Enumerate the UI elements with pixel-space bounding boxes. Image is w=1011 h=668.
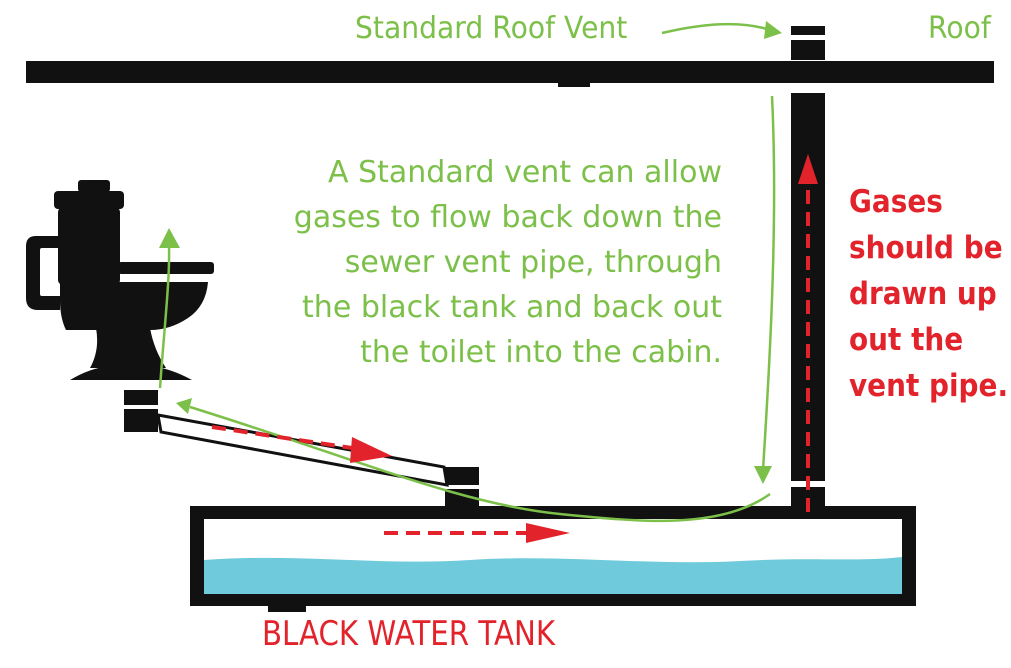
red-arrow-pipe-line	[211, 425, 373, 453]
toilet-outlet-fitting	[124, 390, 158, 432]
explanation-line: A Standard vent can allow	[328, 155, 722, 190]
roof-beam	[26, 61, 994, 83]
green-arrow-tank-return	[189, 405, 771, 523]
explanation-line: sewer vent pipe, through	[344, 245, 722, 280]
gases-line: Gases	[849, 184, 943, 220]
vent-pipe-collar	[791, 487, 825, 507]
tank-drain	[268, 604, 306, 612]
red-arrow-tank-head	[526, 523, 570, 543]
toilet-icon	[26, 180, 214, 380]
explanation-line: gases to flow back down the	[293, 200, 722, 235]
explanation-line: the black tank and back out	[302, 290, 722, 325]
reverse-flow-explanation: A Standard vent can allow gases to flow …	[294, 150, 722, 375]
roof-vent-collar	[791, 40, 825, 60]
tank-water	[204, 557, 902, 594]
green-arrow-roof-vent-head	[764, 21, 782, 39]
red-arrow-vent-head	[798, 154, 818, 184]
explanation-line: the toilet into the cabin.	[360, 335, 722, 370]
green-arrow-vent-down-head	[754, 466, 772, 484]
roof-label: Roof	[928, 11, 991, 46]
green-arrow-toilet-up	[158, 245, 171, 389]
roof-vent-cap	[791, 26, 825, 35]
green-arrow-roof-vent	[661, 22, 771, 35]
green-arrow-vent-down	[761, 95, 776, 471]
tank-inlet-gap	[445, 485, 479, 489]
toilet-drain-pipe	[156, 413, 449, 487]
gases-line: should be	[849, 230, 1003, 266]
gases-line: drawn up	[849, 276, 997, 312]
black-water-tank-label: BLACK WATER TANK	[262, 614, 556, 654]
gases-explanation: Gases should be drawn up out the vent pi…	[849, 179, 1008, 409]
roof-beam-notch	[558, 81, 590, 87]
green-arrow-tank-return-head	[176, 398, 192, 414]
standard-roof-vent-label: Standard Roof Vent	[355, 11, 628, 46]
green-arrow-toilet-up-head	[159, 228, 180, 248]
gases-line: out the	[849, 322, 964, 358]
red-arrow-pipe-head	[350, 437, 392, 463]
gases-line: vent pipe.	[849, 368, 1009, 404]
toilet-outlet-gap	[124, 405, 158, 409]
